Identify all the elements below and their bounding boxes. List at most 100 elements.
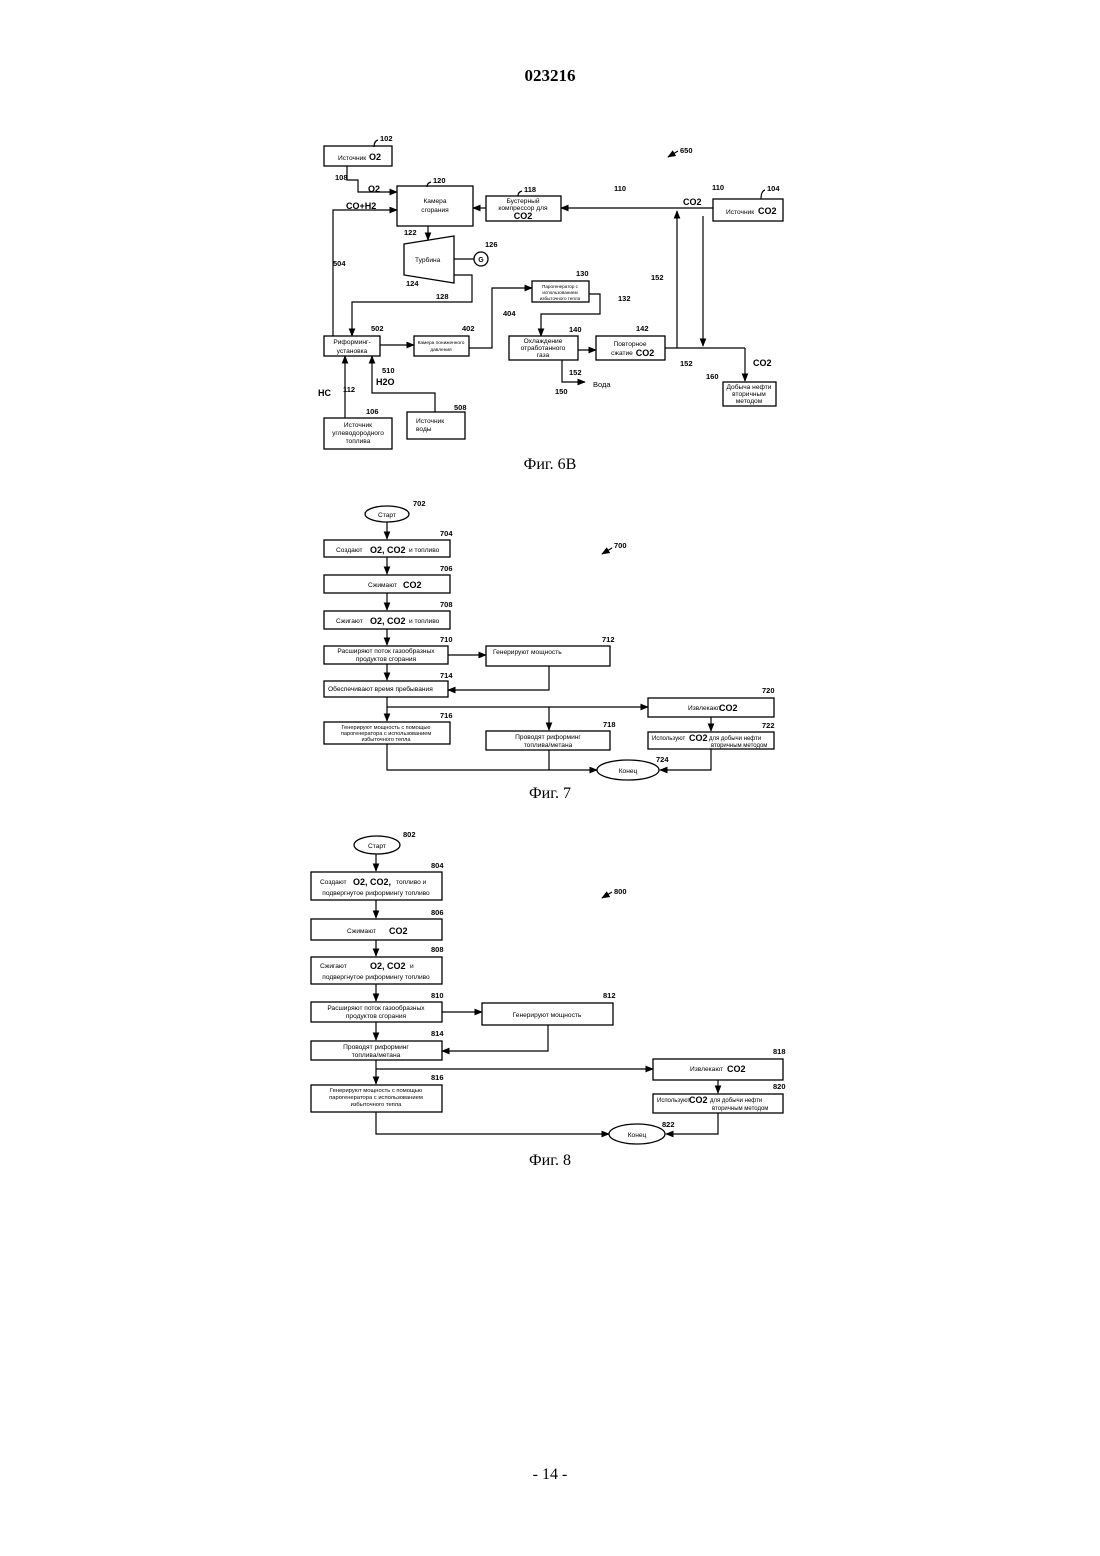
ref-504: 504: [333, 259, 346, 268]
cooling-line3: газа: [537, 352, 550, 359]
ref-150: 150: [555, 387, 568, 396]
ref-802: 802: [403, 830, 416, 839]
hrsg-line1: Парогенератор с: [542, 284, 579, 289]
fig7-caption: Фиг. 7: [529, 785, 571, 802]
ref-808: 808: [431, 945, 444, 954]
leader-118: [518, 191, 522, 196]
fig8-caption: Фиг. 8: [529, 1152, 571, 1169]
ref-108: 108: [335, 173, 348, 182]
figure-7: Старт 702 Создают O2, CO2 и топливо 704 …: [324, 499, 775, 802]
ref-822: 822: [662, 1120, 675, 1129]
s810-line1: Расширяют поток газообразных: [327, 1004, 425, 1012]
recompression-chem: CO2: [636, 348, 655, 358]
water-source-line1: Источник: [416, 418, 444, 425]
ref-818: 818: [773, 1047, 786, 1056]
s808-pre: Сжигают: [320, 963, 347, 970]
s722-chem: CO2: [689, 733, 708, 743]
ref-110a: 110: [614, 184, 626, 193]
label-water: Вода: [593, 380, 611, 389]
ref-152a: 152: [651, 273, 664, 282]
figure-6b: Источник O2 102 Камера сгорания 120 Буст…: [318, 134, 783, 473]
fig7-start-label: Старт: [378, 512, 396, 519]
ref-160: 160: [706, 372, 719, 381]
ref-122: 122: [404, 228, 417, 237]
ref-716: 716: [440, 711, 453, 720]
s814-line2: топлива/метана: [352, 1052, 401, 1059]
s818-chem: CO2: [727, 1064, 746, 1074]
fig8-end-label: Конец: [628, 1132, 647, 1139]
label-hc: HC: [318, 388, 331, 398]
fig7-line-712-714: [448, 666, 549, 690]
s704-post: и топливо: [409, 547, 440, 554]
leader-650: [668, 151, 678, 157]
recompression-line1: Повторное: [613, 341, 646, 348]
low-pressure-line2: давления: [430, 348, 452, 353]
ref-650: 650: [680, 146, 693, 155]
s816-line2: парогенератора с использованием: [329, 1095, 423, 1101]
label-co-h2: CO+H2: [346, 201, 376, 211]
s708-chem: O2, CO2: [370, 616, 406, 626]
leader-700: [602, 548, 612, 554]
s718-line1: Проводят риформинг: [515, 734, 581, 741]
combustor-line1: Камера: [423, 198, 446, 205]
s708-pre: Сжигают: [336, 618, 363, 625]
s804-pre: Создают: [320, 879, 347, 886]
ref-120: 120: [433, 176, 446, 185]
s716-line3: избыточного тепла: [361, 737, 411, 743]
s722-pre: Используют: [652, 736, 685, 742]
ref-814: 814: [431, 1029, 444, 1038]
fig8-start-label: Старт: [368, 843, 386, 850]
hc-source-line3: топлива: [346, 438, 371, 445]
s710-line1: Расширяют поток газообразных: [337, 647, 435, 655]
ref-508: 508: [454, 403, 467, 412]
fig7-end-label: Конец: [619, 768, 638, 775]
ref-706: 706: [440, 564, 453, 573]
hc-source-line2: углеводородного: [332, 430, 384, 437]
s712-label: Генерируют мощность: [493, 649, 562, 656]
s810-line2: продуктов сгорания: [346, 1013, 407, 1020]
label-co2-in: CO2: [683, 197, 702, 207]
s804-line2: подвергнутое риформингу топливо: [322, 890, 430, 897]
cooling-line2: отработанного: [521, 344, 566, 352]
ref-124: 124: [406, 279, 419, 288]
co2-source-label: Источник: [726, 209, 754, 216]
syngas-line: [333, 210, 397, 336]
ref-710: 710: [440, 635, 453, 644]
fig8-line-812-814: [442, 1025, 548, 1051]
eor-line3: методом: [736, 398, 763, 405]
ref-118: 118: [524, 185, 536, 194]
ref-402: 402: [462, 324, 475, 333]
s808-chem: O2, CO2: [370, 961, 406, 971]
ref-404: 404: [503, 309, 516, 318]
s714-label: Обеспечивают время пребывания: [328, 685, 433, 693]
s820-post1: для добычи нефти: [710, 1098, 762, 1104]
s720-pre: Извлекают: [688, 705, 721, 712]
ref-110b: 110: [712, 183, 724, 192]
ref-720: 720: [762, 686, 775, 695]
reformer-line2: установка: [337, 348, 368, 355]
ref-152c: 152: [569, 368, 582, 377]
ref-806: 806: [431, 908, 444, 917]
ref-104: 104: [767, 184, 780, 193]
ref-102: 102: [380, 134, 393, 143]
label-h2o: H2O: [376, 377, 395, 387]
s816-line3: избыточного тепла: [351, 1102, 403, 1108]
ref-152b: 152: [680, 359, 693, 368]
fig8-line-816-end: [376, 1112, 609, 1134]
water-source-line2: воды: [416, 426, 432, 433]
reformer-line1: Риформинг-: [333, 339, 370, 346]
label-o2: O2: [368, 184, 380, 194]
o2-source-chem: O2: [369, 152, 381, 162]
generator-label: G: [478, 257, 484, 264]
leader-104: [761, 190, 765, 199]
booster-chem: CO2: [514, 211, 533, 221]
hc-source-line1: Источник: [344, 422, 372, 429]
ref-812: 812: [603, 991, 616, 1000]
s820-post2: вторичным методом: [712, 1106, 768, 1112]
ref-130: 130: [576, 269, 589, 278]
low-pressure-box: [414, 336, 469, 356]
eor-line1: Добыча нефти: [727, 383, 772, 391]
ref-712: 712: [602, 635, 615, 644]
ref-132: 132: [618, 294, 631, 303]
combustor-line2: сгорания: [421, 207, 449, 214]
